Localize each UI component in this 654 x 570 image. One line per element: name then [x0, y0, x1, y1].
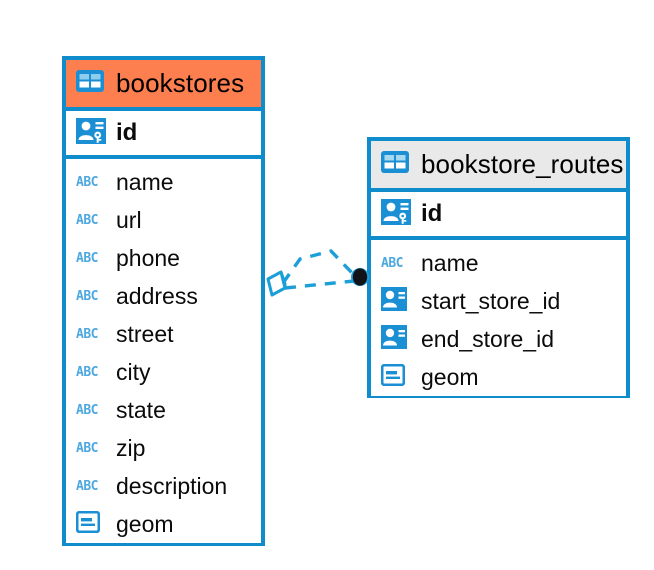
field-row[interactable]: ABC zip [66, 429, 261, 467]
field-row[interactable]: ABC state [66, 391, 261, 429]
field-label: zip [116, 434, 146, 461]
field-row[interactable]: ABC street [66, 315, 261, 353]
field-label: geom [116, 510, 174, 537]
abc-icon: ABC [76, 478, 98, 494]
geometry-icon [380, 363, 411, 391]
field-label: end_store_id [421, 325, 554, 352]
field-list-bookstores: ABC name ABC url ABC phone ABC address A… [66, 159, 261, 543]
entity-header-bookstore-routes[interactable]: bookstore_routes [371, 141, 626, 192]
table-icon [76, 70, 104, 97]
relationship-start-store[interactable] [281, 249, 358, 284]
abc-icon: ABC [76, 288, 98, 304]
entity-title: bookstores [116, 68, 245, 98]
field-label: name [116, 168, 174, 195]
entity-bookstore-routes[interactable]: bookstore_routes id ABC [367, 137, 630, 398]
field-row[interactable]: geom [371, 358, 626, 396]
field-row[interactable]: ABC city [66, 353, 261, 391]
abc-icon: ABC [76, 212, 98, 228]
field-label: geom [421, 363, 479, 390]
abc-icon: ABC [76, 326, 98, 342]
primary-key-row[interactable]: id [66, 111, 261, 159]
field-row[interactable]: ABC address [66, 277, 261, 315]
field-label: name [421, 249, 479, 276]
abc-icon: ABC [76, 364, 98, 380]
field-label: state [116, 396, 166, 423]
abc-icon: ABC [76, 440, 98, 456]
field-row[interactable]: start_store_id [371, 282, 626, 320]
field-list-bookstore-routes: ABC name start_store_id [371, 240, 626, 396]
primary-key-label: id [421, 200, 443, 227]
geometry-icon [75, 510, 106, 538]
primary-key-icon [76, 117, 106, 149]
field-row[interactable]: geom [66, 505, 261, 543]
field-label: description [116, 472, 228, 499]
relationship-source-marker[interactable] [266, 270, 287, 297]
abc-icon: ABC [76, 250, 98, 266]
foreign-key-icon [381, 286, 411, 316]
abc-icon: ABC [381, 255, 403, 271]
field-label: url [116, 206, 142, 233]
field-label: start_store_id [421, 287, 561, 314]
entity-header-bookstores[interactable]: bookstores [66, 60, 261, 111]
field-row[interactable]: ABC name [371, 244, 626, 282]
field-row[interactable]: ABC phone [66, 239, 261, 277]
abc-icon: ABC [76, 402, 98, 418]
relationship-end-store[interactable] [284, 279, 355, 290]
abc-icon: ABC [76, 174, 98, 190]
field-label: phone [116, 244, 180, 271]
primary-key-label: id [116, 119, 138, 146]
field-label: city [116, 358, 151, 385]
field-row[interactable]: ABC url [66, 201, 261, 239]
field-label: address [116, 282, 198, 309]
primary-key-icon [381, 198, 411, 230]
field-row[interactable]: ABC name [66, 163, 261, 201]
field-label: street [116, 320, 174, 347]
foreign-key-icon [381, 324, 411, 354]
field-row[interactable]: ABC description [66, 467, 261, 505]
entity-bookstores[interactable]: bookstores id ABC [62, 56, 265, 546]
table-icon [381, 151, 409, 178]
field-row[interactable]: end_store_id [371, 320, 626, 358]
primary-key-row[interactable]: id [371, 192, 626, 240]
entity-title: bookstore_routes [421, 149, 624, 179]
